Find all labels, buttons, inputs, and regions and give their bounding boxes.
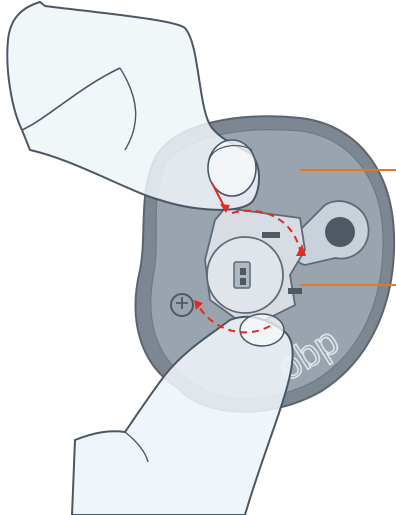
hand-top-icon bbox=[7, 2, 259, 210]
